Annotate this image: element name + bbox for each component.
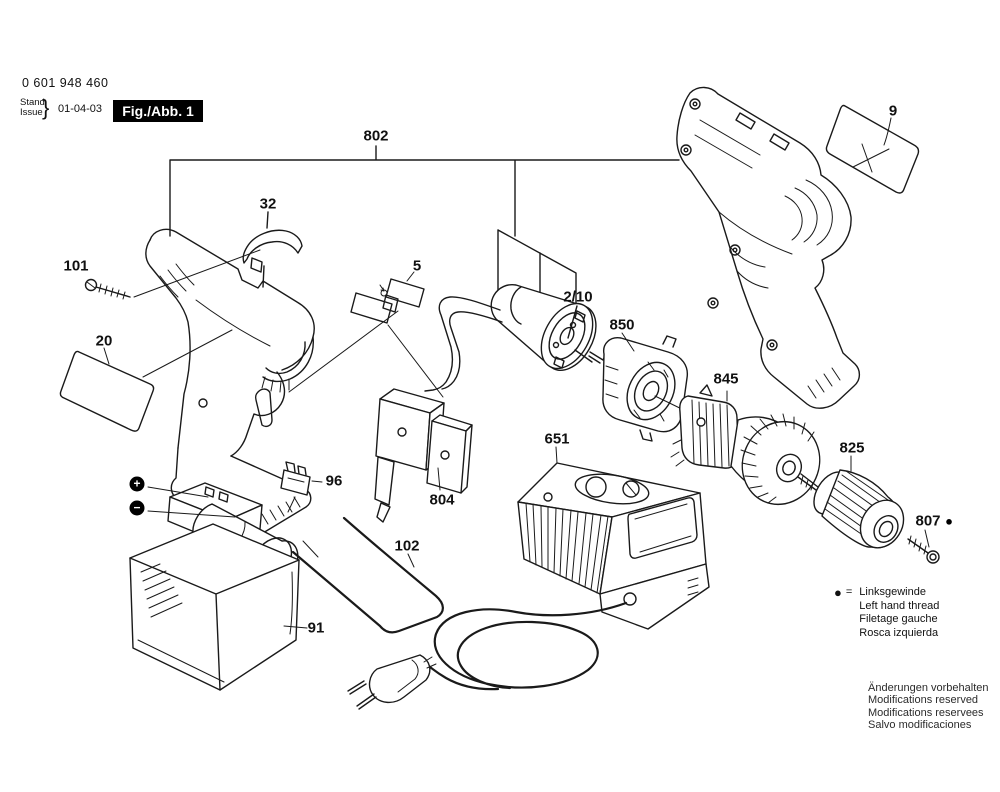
callout-5: 5 (412, 257, 422, 275)
stand-label: Stand (20, 97, 45, 108)
callout-845: 845 (713, 370, 739, 388)
callout-807: 807 (915, 512, 941, 530)
legend-lines: Linksgewinde Left hand thread Filetage g… (859, 586, 939, 640)
stand-issue-labels: Stand Issue (20, 98, 45, 118)
callout-96: 96 (325, 472, 343, 490)
callout-bracket-802 (169, 145, 680, 237)
stator-850-drawing (602, 332, 691, 442)
motor-drawing (424, 283, 606, 392)
label-sticker-9-drawing (825, 104, 920, 194)
footer-line-en: Modifications reserved (868, 694, 979, 707)
order-number: 0 601 948 460 (22, 76, 109, 90)
brace-glyph: } (42, 95, 50, 120)
charger-651-drawing (517, 446, 710, 630)
battery-91-drawing (129, 482, 308, 691)
footer-line-fr: Modifications reservees (868, 706, 984, 719)
switch-804-drawing (374, 388, 473, 523)
left-housing-drawing (145, 228, 319, 558)
legend-line-en: Left hand thread (859, 599, 940, 612)
callout-102: 102 (394, 537, 420, 555)
issue-date: 01-04-03 (58, 103, 103, 115)
legend-line-de: Linksgewinde (859, 586, 926, 598)
legend-dot-icon: ● (834, 585, 842, 600)
power-cord-drawing (347, 601, 628, 710)
callout-651: 651 (544, 430, 570, 448)
callout-101: 101 (63, 257, 89, 275)
callout-804: 804 (429, 491, 455, 509)
callout-9: 9 (888, 102, 898, 120)
minus-marker-icon: − (129, 500, 145, 516)
left-hand-thread-legend: ● = Linksgewinde Left hand thread Fileta… (834, 586, 939, 640)
callout-32: 32 (259, 195, 277, 213)
legend-line-es: Rosca izquierda (859, 626, 939, 639)
callout-850: 850 (609, 316, 635, 334)
clip-96-drawing (280, 461, 323, 513)
screw-101-drawing (84, 249, 261, 300)
gearbox-845-drawing (670, 384, 827, 506)
slider-button-32-drawing (242, 211, 303, 288)
right-housing-drawing (676, 86, 861, 409)
figure-label: Fig./Abb. 1 (113, 100, 203, 122)
left-hand-thread-dot-icon: ● (945, 513, 953, 529)
label-sticker-20-drawing (59, 329, 233, 432)
modifications-notice: Änderungen vorbehalten Modifications res… (868, 682, 988, 731)
legend-equals: = (845, 586, 853, 598)
issue-label: Issue (20, 107, 43, 118)
callout-802: 802 (363, 127, 389, 145)
callout-2-10: 2/10 (563, 288, 593, 306)
clip-5-drawing (288, 271, 444, 398)
footer-line-es: Salvo modificaciones (868, 718, 972, 731)
screw-807-drawing (907, 529, 940, 564)
callout-825: 825 (839, 439, 865, 457)
legend-line-fr: Filetage gauche (859, 613, 938, 625)
callout-20: 20 (95, 332, 113, 350)
plus-marker-icon: + (129, 476, 145, 492)
callout-91: 91 (307, 619, 325, 637)
chuck-825-drawing (813, 455, 905, 549)
footer-line-de: Änderungen vorbehalten (868, 682, 989, 694)
wire-102-drawing (291, 516, 444, 634)
